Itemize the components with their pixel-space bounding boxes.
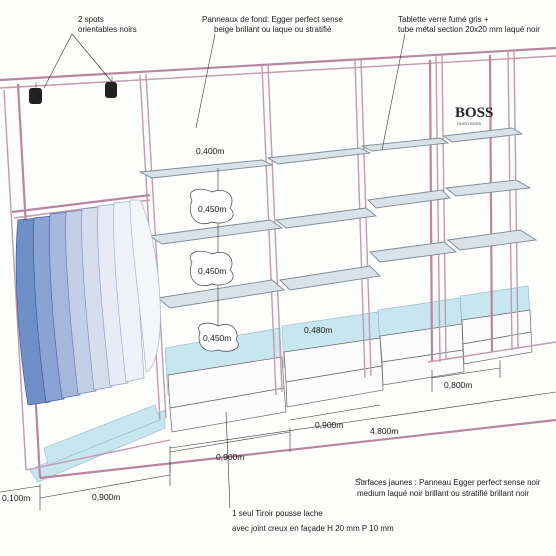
annotations: 2 spots orientables noirs Panneaux de fo… xyxy=(2,15,541,533)
brand-logo: BOSS HUGO BOSS xyxy=(455,105,493,126)
label-spots-line1: 2 spots xyxy=(78,15,104,24)
shelf-r1-b2 xyxy=(266,147,372,165)
dim-0900-c: 0,900m xyxy=(92,492,120,502)
dim-0900-b: 0,900m xyxy=(216,452,244,462)
dim-0400: 0,400m xyxy=(196,146,224,156)
spot-lights xyxy=(29,76,117,104)
label-tiroir-line2: avec joint creux en façade H 20 mm P 10 … xyxy=(232,524,394,533)
dim-4800: 4,800m xyxy=(370,426,398,436)
height-dimensions xyxy=(190,168,239,352)
drawer-units xyxy=(167,309,533,433)
dim-0450-a: 0,450m xyxy=(198,204,226,214)
garments xyxy=(15,199,161,406)
shelf-r3-b1 xyxy=(156,279,286,309)
brand-logo-sub: HUGO BOSS xyxy=(457,121,482,126)
dim-0450-b: 0,450m xyxy=(198,266,226,276)
shelf-r1-b1 xyxy=(138,159,274,179)
dim-0800: 0,800m xyxy=(444,380,472,390)
drawer-3-bottom xyxy=(381,349,465,386)
drawer-4-bottom xyxy=(462,331,533,365)
drawer-1-bottom xyxy=(169,387,287,433)
label-panneaux-line1: Panneaux de fond: Egger perfect sense xyxy=(202,15,344,24)
glass-shelves xyxy=(138,127,538,309)
shelf-r2-b1 xyxy=(148,219,284,245)
spot-light-2 xyxy=(105,82,117,98)
dim-0450-c: 0,450m xyxy=(203,333,231,343)
dim-0480: 0,480m xyxy=(304,325,332,335)
shelf-r2-b3 xyxy=(367,189,451,209)
shelf-r1-b3 xyxy=(360,137,450,152)
drawer-2-bottom xyxy=(285,365,384,408)
shelf-r3-b4 xyxy=(446,229,538,251)
label-spots-line2: orientables noirs xyxy=(78,25,137,34)
leader-lines xyxy=(43,33,406,509)
shelf-r3-b3 xyxy=(369,241,458,263)
dim-0100: 0,100m xyxy=(2,493,30,503)
label-panneaux-line2: beige brillant ou laque ou stratifié xyxy=(214,25,332,34)
label-tablette-line2: tube métal section 20x20 mm laqué noir xyxy=(398,25,540,34)
brand-logo-text: BOSS xyxy=(455,105,493,121)
outer-frame xyxy=(0,46,556,480)
shelf-r2-b2 xyxy=(274,207,378,229)
label-tablette-line1: Tablette verre fumé gris + xyxy=(398,15,489,24)
label-tiroir-line1: 1 seul Tiroir pousse lache xyxy=(232,509,323,518)
spot-light-1 xyxy=(29,88,42,104)
dim-0900-a: 0,900m xyxy=(315,420,343,430)
shelf-r2-b4 xyxy=(444,179,532,197)
label-surfaces-line2: medium laqué noir brillant ou stratifié … xyxy=(357,489,529,498)
label-surfaces-line1: Surfaces jaunes : Panneau Egger perfect … xyxy=(355,478,541,487)
shelf-r1-b4 xyxy=(442,127,524,143)
shelf-r3-b2 xyxy=(279,265,381,291)
width-dimensions xyxy=(0,360,556,510)
floor-base xyxy=(29,285,531,483)
